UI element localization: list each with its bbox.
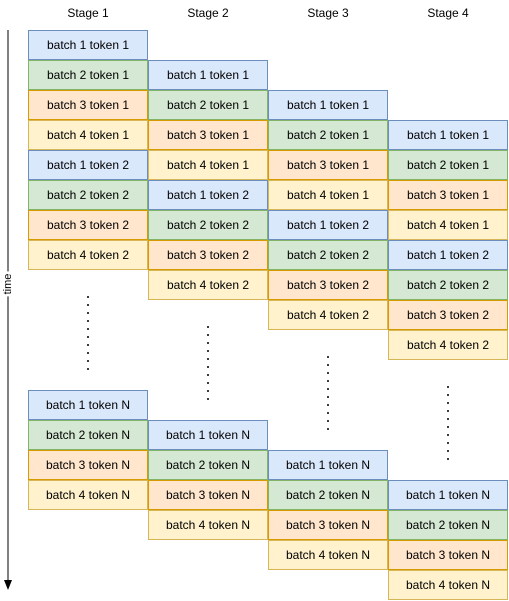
pipeline-cell: batch 3 token 1	[268, 150, 388, 180]
stage-header-2: Stage 2	[187, 6, 229, 20]
pipeline-cell: batch 1 token 2	[148, 180, 268, 210]
pipeline-cell: batch 2 token N	[268, 480, 388, 510]
time-axis-arrow	[4, 30, 12, 590]
pipeline-cell: batch 3 token N	[28, 450, 148, 480]
pipeline-cell: batch 1 token N	[388, 480, 508, 510]
pipeline-cell: batch 2 token 1	[28, 60, 148, 90]
ellipsis-dots	[207, 326, 209, 402]
stage-header-3: Stage 3	[307, 6, 349, 20]
pipeline-cell: batch 3 token 2	[28, 210, 148, 240]
pipeline-cell: batch 1 token 2	[28, 150, 148, 180]
pipeline-cell: batch 4 token N	[388, 570, 508, 600]
pipeline-cell: batch 4 token 2	[268, 300, 388, 330]
pipeline-cell: batch 3 token N	[148, 480, 268, 510]
pipeline-cell: batch 2 token 2	[148, 210, 268, 240]
pipeline-cell: batch 2 token 2	[268, 240, 388, 270]
pipeline-cell: batch 1 token 1	[148, 60, 268, 90]
pipeline-cell: batch 2 token N	[388, 510, 508, 540]
pipeline-cell: batch 3 token 2	[388, 300, 508, 330]
stage-header-4: Stage 4	[427, 6, 469, 20]
pipeline-cell: batch 2 token 2	[388, 270, 508, 300]
pipeline-cell: batch 1 token 2	[388, 240, 508, 270]
pipeline-cell: batch 3 token 1	[148, 120, 268, 150]
pipeline-cell: batch 1 token N	[268, 450, 388, 480]
pipeline-cell: batch 2 token 1	[268, 120, 388, 150]
pipeline-cell: batch 3 token N	[268, 510, 388, 540]
pipeline-cell: batch 2 token N	[148, 450, 268, 480]
pipeline-cell: batch 2 token 1	[148, 90, 268, 120]
pipeline-cell: batch 3 token 1	[388, 180, 508, 210]
pipeline-cell: batch 1 token 1	[28, 30, 148, 60]
pipeline-cell: batch 1 token 1	[268, 90, 388, 120]
pipeline-cell: batch 4 token 1	[388, 210, 508, 240]
pipeline-cell: batch 4 token 2	[28, 240, 148, 270]
pipeline-cell: batch 4 token 2	[388, 330, 508, 360]
ellipsis-dots	[87, 296, 89, 372]
ellipsis-dots	[327, 356, 329, 432]
pipeline-cell: batch 1 token 1	[388, 120, 508, 150]
pipeline-cell: batch 4 token N	[28, 480, 148, 510]
ellipsis-dots	[447, 386, 449, 462]
pipeline-cell: batch 4 token 1	[148, 150, 268, 180]
pipeline-cell: batch 4 token N	[268, 540, 388, 570]
pipeline-cell: batch 2 token N	[28, 420, 148, 450]
pipeline-cell: batch 2 token 1	[388, 150, 508, 180]
pipeline-cell: batch 4 token 2	[148, 270, 268, 300]
stage-header-1: Stage 1	[67, 6, 109, 20]
pipeline-cell: batch 4 token 1	[268, 180, 388, 210]
pipeline-cell: batch 4 token N	[148, 510, 268, 540]
pipeline-cell: batch 1 token N	[28, 390, 148, 420]
time-axis-label: time	[2, 271, 14, 297]
pipeline-cell: batch 3 token 2	[268, 270, 388, 300]
pipeline-cell: batch 3 token 2	[148, 240, 268, 270]
pipeline-cell: batch 3 token 1	[28, 90, 148, 120]
pipeline-cell: batch 1 token N	[148, 420, 268, 450]
pipeline-cell: batch 4 token 1	[28, 120, 148, 150]
pipeline-cell: batch 2 token 2	[28, 180, 148, 210]
pipeline-cell: batch 1 token 2	[268, 210, 388, 240]
pipeline-cell: batch 3 token N	[388, 540, 508, 570]
